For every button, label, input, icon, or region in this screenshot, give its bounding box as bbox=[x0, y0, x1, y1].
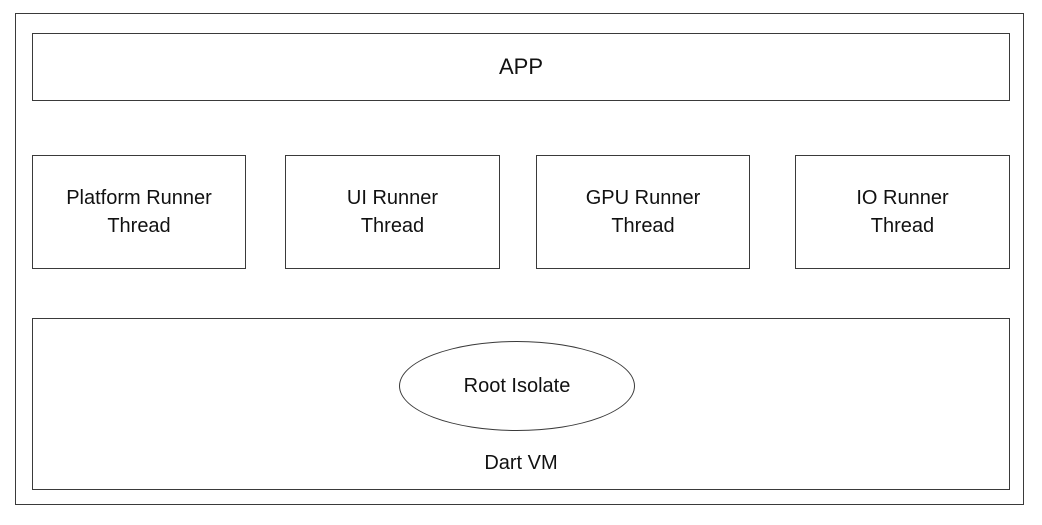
dart-vm-label: Dart VM bbox=[484, 452, 558, 474]
thread-label-line2: Thread bbox=[107, 215, 171, 237]
thread-label-line1: UI Runner bbox=[346, 187, 439, 209]
gpu-runner-thread-box: GPU Runner Thread bbox=[536, 155, 750, 269]
thread-label-line2: Thread bbox=[360, 215, 425, 237]
platform-runner-thread-box: Platform Runner Thread bbox=[32, 155, 246, 269]
ui-runner-thread-box: UI Runner Thread bbox=[285, 155, 500, 269]
app-label: APP bbox=[498, 54, 544, 79]
root-isolate-label: Root Isolate bbox=[463, 375, 571, 397]
io-runner-thread-box: IO Runner Thread bbox=[795, 155, 1010, 269]
app-box: APP bbox=[32, 33, 1010, 101]
root-isolate-ellipse: Root Isolate bbox=[399, 341, 635, 431]
thread-label-line2: Thread bbox=[611, 215, 675, 237]
dart-vm-box: Root Isolate Dart VM bbox=[32, 318, 1010, 490]
thread-label-line1: IO Runner bbox=[856, 187, 949, 209]
diagram-frame bbox=[15, 13, 1024, 505]
thread-label-line1: Platform Runner bbox=[66, 187, 212, 209]
thread-label-line2: Thread bbox=[870, 215, 935, 237]
thread-label-line1: GPU Runner bbox=[585, 187, 701, 209]
